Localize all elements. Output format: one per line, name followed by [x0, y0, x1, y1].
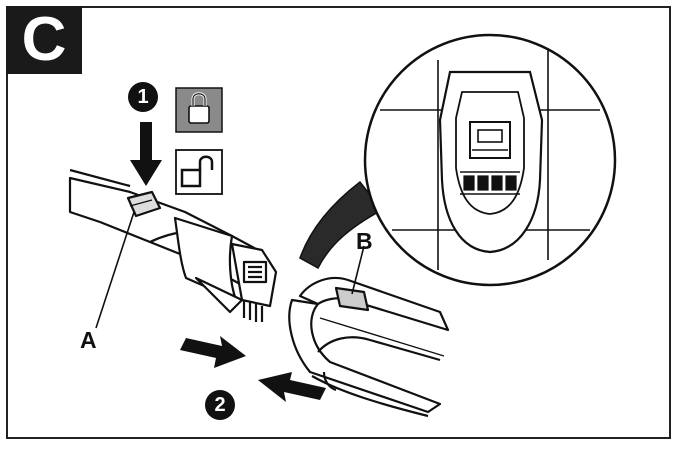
callout-label-a: A [80, 327, 97, 353]
padlock-open-icon [175, 149, 223, 195]
leader-line-a [95, 211, 135, 329]
press-arrow [130, 122, 162, 186]
leader-line-b [351, 245, 365, 295]
step-one-marker: 1 [128, 82, 158, 112]
padlock-closed-icon [175, 87, 223, 133]
figure-border [6, 6, 671, 439]
callout-label-b: B [356, 228, 373, 254]
wiper-arm [68, 168, 278, 322]
detail-magnifier [363, 33, 617, 287]
panel-badge: C [6, 6, 82, 74]
step-two-marker: 2 [205, 390, 235, 420]
wiper-blade-adapter [288, 276, 450, 418]
panel-letter: C [21, 5, 67, 74]
join-arrows [180, 336, 326, 402]
